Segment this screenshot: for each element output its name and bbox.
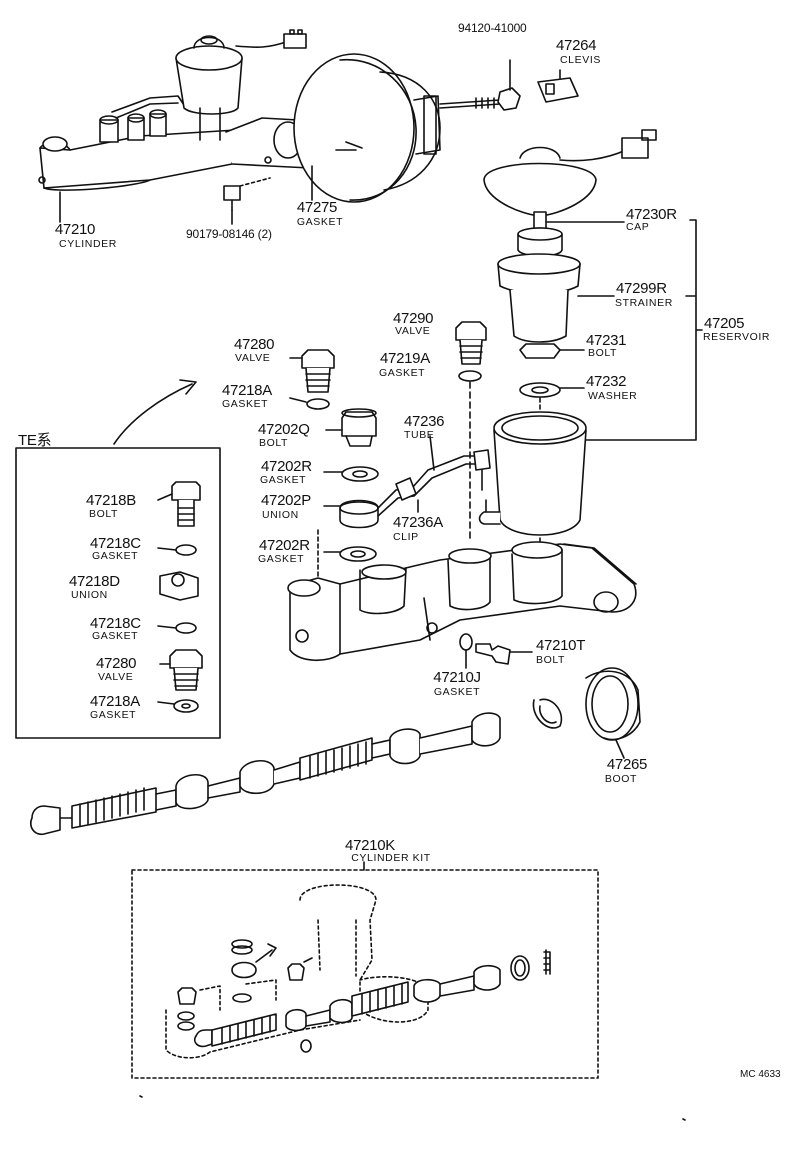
te-label-47218D-number: 47218D xyxy=(69,573,120,590)
label-47202Q-name: BOLT xyxy=(259,437,289,449)
label-47299R-name: STRAINER xyxy=(615,297,673,309)
label-47265-name: BOOT xyxy=(604,773,638,785)
label-47205-name: RESERVOIR xyxy=(703,331,771,343)
label-47275-number: 47275 xyxy=(296,199,338,216)
label-47219A-name: GASKET xyxy=(379,367,426,379)
label-47205-number: 47205 xyxy=(704,315,745,332)
te-label-47218C-name-2: GASKET xyxy=(92,630,139,642)
label-47264-number: 47264 xyxy=(556,37,597,54)
te-label-47218D-name: UNION xyxy=(71,589,108,601)
label-47236-name: TUBE xyxy=(404,429,435,441)
label-47219A-number: 47219A xyxy=(380,350,430,367)
label-47202R-name-2: GASKET xyxy=(258,553,305,565)
label-47202Q-number: 47202Q xyxy=(258,421,310,438)
label-94120-number: 94120-41000 xyxy=(458,21,527,35)
te-label-47218C-number-1: 47218C xyxy=(90,535,141,552)
label-47236-number: 47236 xyxy=(404,413,445,430)
te-label-47218B-number: 47218B xyxy=(86,492,136,509)
master-cylinder-body xyxy=(287,541,641,759)
label-47210J-number: 47210J xyxy=(433,669,481,686)
valves-and-gaskets xyxy=(289,321,491,577)
label-47264-name: CLEVIS xyxy=(560,54,601,66)
label-47202P-number: 47202P xyxy=(261,492,311,509)
te-label-47218C-name-1: GASKET xyxy=(92,550,139,562)
label-47202P-name: UNION xyxy=(262,509,299,521)
te-label-47218C-number-2: 47218C xyxy=(90,615,141,632)
label-47232-number: 47232 xyxy=(586,373,627,390)
cylinder-kit-box xyxy=(131,861,686,1121)
label-47265-number: 47265 xyxy=(606,756,648,773)
label-47280-name: VALVE xyxy=(235,352,271,364)
label-47210-number: 47210 xyxy=(54,221,96,238)
label-47275-name: GASKET xyxy=(296,216,344,228)
reservoir-cap-group xyxy=(478,129,703,561)
label-47232-name: WASHER xyxy=(588,390,638,402)
master-cylinder-assembly-top xyxy=(38,29,579,225)
label-47290-name: VALVE xyxy=(395,325,431,337)
label-47236A-name: CLIP xyxy=(393,531,419,543)
diagram-code: MC 4633 xyxy=(740,1069,781,1080)
label-47280-number: 47280 xyxy=(234,336,275,353)
te-label-47218A-name: GASKET xyxy=(90,709,137,721)
label-90179-number: 90179-08146 (2) xyxy=(186,227,272,241)
label-47218A-name: GASKET xyxy=(222,398,269,410)
te-label-47280-number: 47280 xyxy=(96,655,137,672)
label-47290-number: 47290 xyxy=(393,310,434,327)
label-47210J-name: GASKET xyxy=(433,686,481,698)
label-47231-number: 47231 xyxy=(586,332,627,349)
label-47299R-number: 47299R xyxy=(616,280,667,297)
label-47202R-number-2: 47202R xyxy=(259,537,310,554)
te-label-47218A-number: 47218A xyxy=(90,693,140,710)
label-47202R-number-1: 47202R xyxy=(261,458,312,475)
label-47230R-name: CAP xyxy=(626,221,650,233)
label-47202R-name-1: GASKET xyxy=(260,474,307,486)
label-47231-name: BOLT xyxy=(588,347,618,359)
te-variant-box xyxy=(15,379,221,739)
te-label-47280-name: VALVE xyxy=(98,671,134,683)
label-47230R-number: 47230R xyxy=(626,206,677,223)
label-47210T-name: BOLT xyxy=(536,654,566,666)
label-47210-name: CYLINDER xyxy=(59,238,117,250)
label-47210T-number: 47210T xyxy=(536,637,586,654)
te-label-47218B-name: BOLT xyxy=(89,508,119,520)
label-47210K-name: CYLINDER KIT xyxy=(351,852,431,864)
label-47236A-number: 47236A xyxy=(393,514,443,531)
label-47218A-number: 47218A xyxy=(222,382,272,399)
piston-assembly xyxy=(29,712,501,836)
te-box-title: TE系 xyxy=(18,432,52,449)
label-47210K-number: 47210K xyxy=(345,837,395,854)
